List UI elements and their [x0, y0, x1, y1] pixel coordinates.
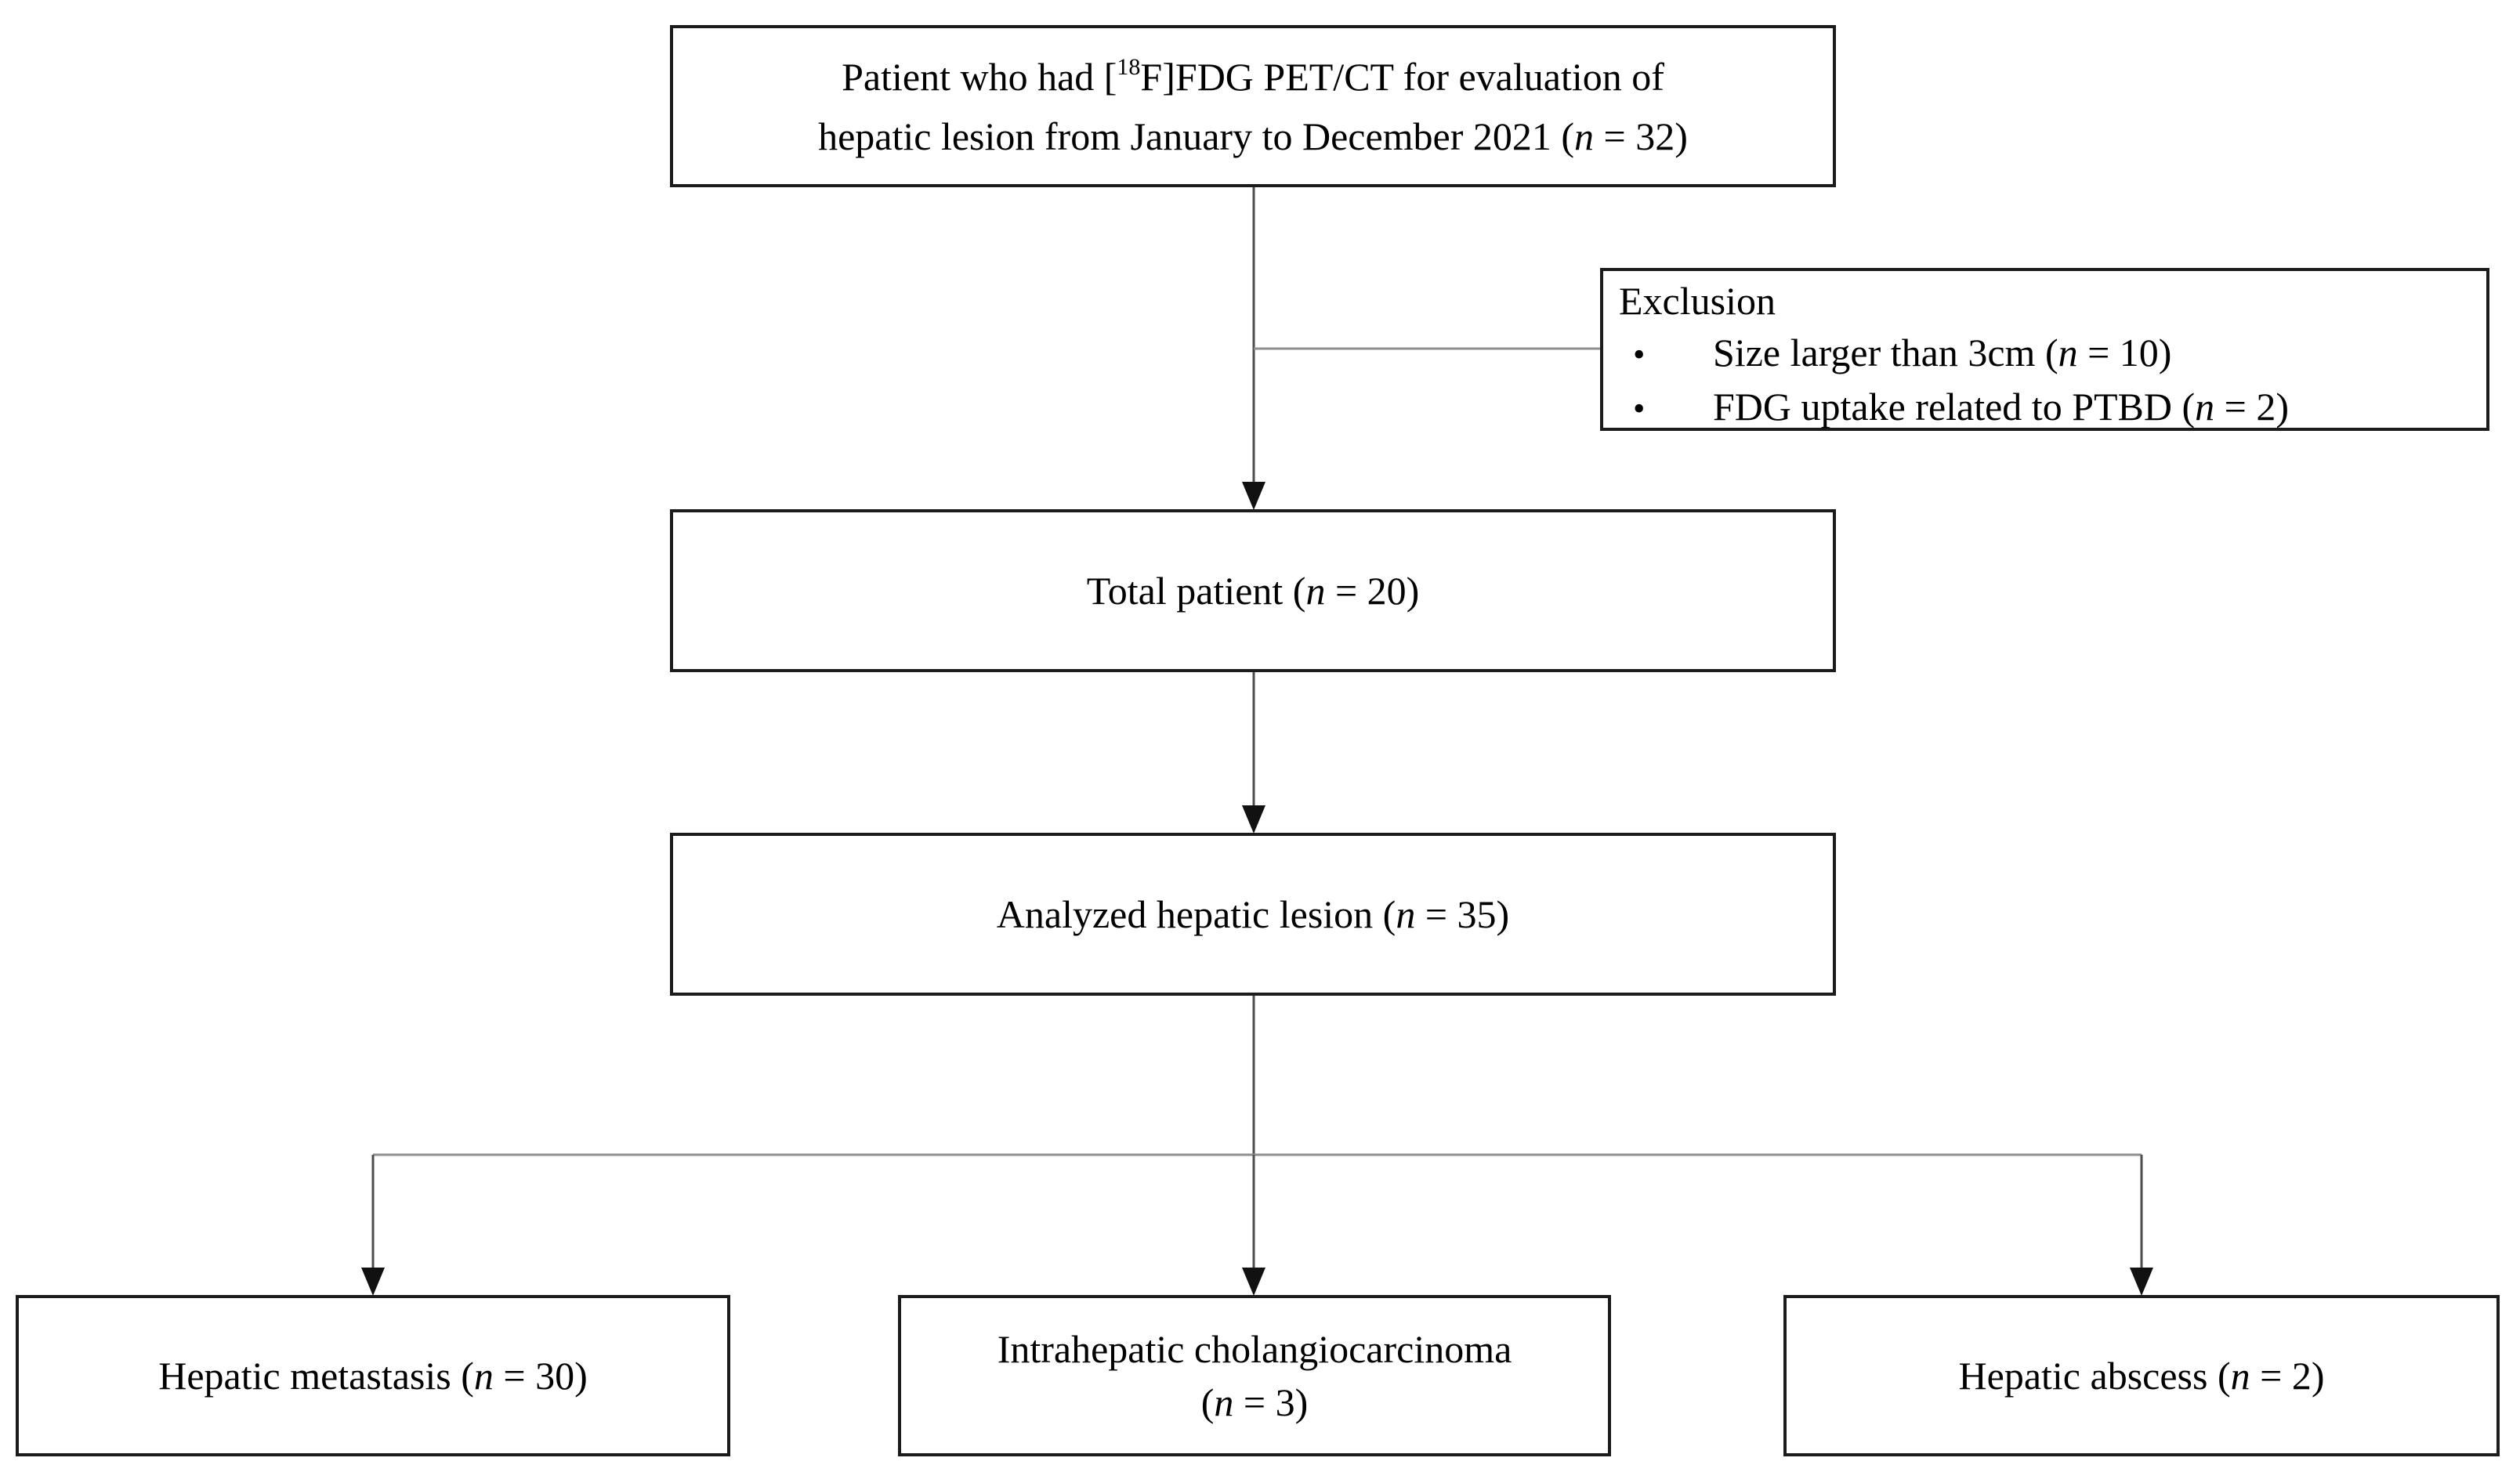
equals-sign: = [1233, 1380, 1276, 1424]
paren-close: ) [2158, 331, 2172, 374]
flow-node-total-patient-text: Total patient (n = 20) [1087, 564, 1420, 617]
equals-sign: = [1594, 114, 1636, 158]
equals-sign: = [2214, 385, 2257, 429]
paren-close: ) [1496, 892, 1510, 936]
bullet-icon: • [1633, 335, 1646, 374]
paren-close: ) [1406, 569, 1420, 613]
flow-node-hepatic-metastasis: Hepatic metastasis (n = 30) [16, 1295, 730, 1456]
n-symbol: n [473, 1354, 494, 1398]
equals-sign: = [2077, 331, 2120, 374]
equals-sign: = [493, 1354, 536, 1398]
paren-close: ) [2276, 385, 2290, 429]
paren-open: ( [1292, 569, 1306, 613]
count-value: 20 [1367, 569, 1407, 613]
text-part: Hepatic abscess [1958, 1354, 2218, 1398]
equals-sign: = [1325, 569, 1367, 613]
flow-node-hepatic-abscess: Hepatic abscess (n = 2) [1783, 1295, 2500, 1456]
bullet-icon: • [1633, 389, 1646, 428]
exclusion-bullet-ptbd: • FDG uptake related to PTBD (n = 2) [1619, 381, 2478, 435]
n-symbol: n [1396, 892, 1416, 936]
text-part: Hepatic metastasis [158, 1354, 462, 1398]
isotope-superscript: 18 [1117, 53, 1141, 80]
paren-open: ( [2044, 331, 2058, 374]
n-symbol: n [1574, 114, 1595, 158]
paren-open: ( [2217, 1354, 2231, 1398]
flow-node-initial-patients: Patient who had [18F]FDG PET/CT for eval… [670, 25, 1836, 187]
text-part: Analyzed hepatic lesion [996, 892, 1383, 936]
text-part: Total patient [1086, 569, 1293, 613]
paren-close: ) [1675, 114, 1688, 158]
paren-close: ) [1294, 1380, 1309, 1424]
n-symbol: n [2058, 331, 2078, 374]
paren-open: ( [2181, 385, 2196, 429]
flow-node-initial-patients-text: Patient who had [18F]FDG PET/CT for eval… [818, 50, 1688, 163]
paren-close: ) [574, 1354, 588, 1398]
arrowhead-abscess [2130, 1268, 2153, 1296]
paren-open: ( [1382, 892, 1396, 936]
flow-node-exclusion: Exclusion • Size larger than 3cm (n = 10… [1600, 268, 2489, 431]
text-part: Intrahepatic cholangiocarcinoma [997, 1327, 1512, 1371]
flow-node-hepatic-metastasis-text: Hepatic metastasis (n = 30) [158, 1349, 588, 1402]
arrowhead-total [1242, 482, 1265, 510]
text-part: Exclusion [1619, 279, 1776, 323]
text-part: F]FDG PET/CT for evaluation of [1140, 54, 1664, 99]
paren-open: ( [461, 1354, 474, 1398]
n-symbol: n [2195, 385, 2215, 429]
flow-node-analyzed-lesion-text: Analyzed hepatic lesion (n = 35) [997, 888, 1509, 941]
text-part: hepatic lesion from January to December … [818, 114, 1562, 158]
paren-close: ) [2311, 1354, 2325, 1398]
exclusion-bullet-size: • Size larger than 3cm (n = 10) [1619, 327, 2478, 381]
flow-node-hepatic-abscess-text: Hepatic abscess (n = 2) [1959, 1349, 2325, 1402]
count-value: 10 [2119, 331, 2159, 374]
arrowhead-analyzed [1242, 805, 1265, 834]
paren-open: ( [1200, 1380, 1215, 1424]
arrowhead-cholangiocarcinoma [1242, 1268, 1265, 1296]
count-value: 2 [2291, 1354, 2312, 1398]
flow-node-cholangiocarcinoma-text: Intrahepatic cholangiocarcinoma (n = 3) [998, 1322, 1512, 1429]
equals-sign: = [1415, 892, 1457, 936]
exclusion-bullet-ptbd-text: FDG uptake related to PTBD (n = 2) [1713, 381, 2478, 432]
n-symbol: n [1305, 569, 1326, 613]
count-value: 32 [1635, 114, 1675, 158]
count-value: 2 [2256, 385, 2276, 429]
text-part: Size larger than 3cm [1713, 331, 2045, 374]
text-part: FDG uptake related to PTBD [1713, 385, 2182, 429]
flow-node-cholangiocarcinoma: Intrahepatic cholangiocarcinoma (n = 3) [898, 1295, 1611, 1456]
equals-sign: = [2250, 1354, 2292, 1398]
count-value: 35 [1457, 892, 1497, 936]
flow-node-total-patient: Total patient (n = 20) [670, 509, 1836, 672]
exclusion-bullet-size-text: Size larger than 3cm (n = 10) [1713, 327, 2478, 378]
count-value: 3 [1275, 1380, 1295, 1424]
text-part: Patient who had [ [842, 54, 1117, 99]
exclusion-title: Exclusion [1619, 275, 2478, 327]
n-symbol: n [1214, 1380, 1234, 1424]
flow-node-analyzed-lesion: Analyzed hepatic lesion (n = 35) [670, 833, 1836, 996]
n-symbol: n [2230, 1354, 2250, 1398]
paren-open: ( [1561, 114, 1575, 158]
count-value: 30 [535, 1354, 575, 1398]
arrowhead-metastasis [361, 1268, 385, 1296]
